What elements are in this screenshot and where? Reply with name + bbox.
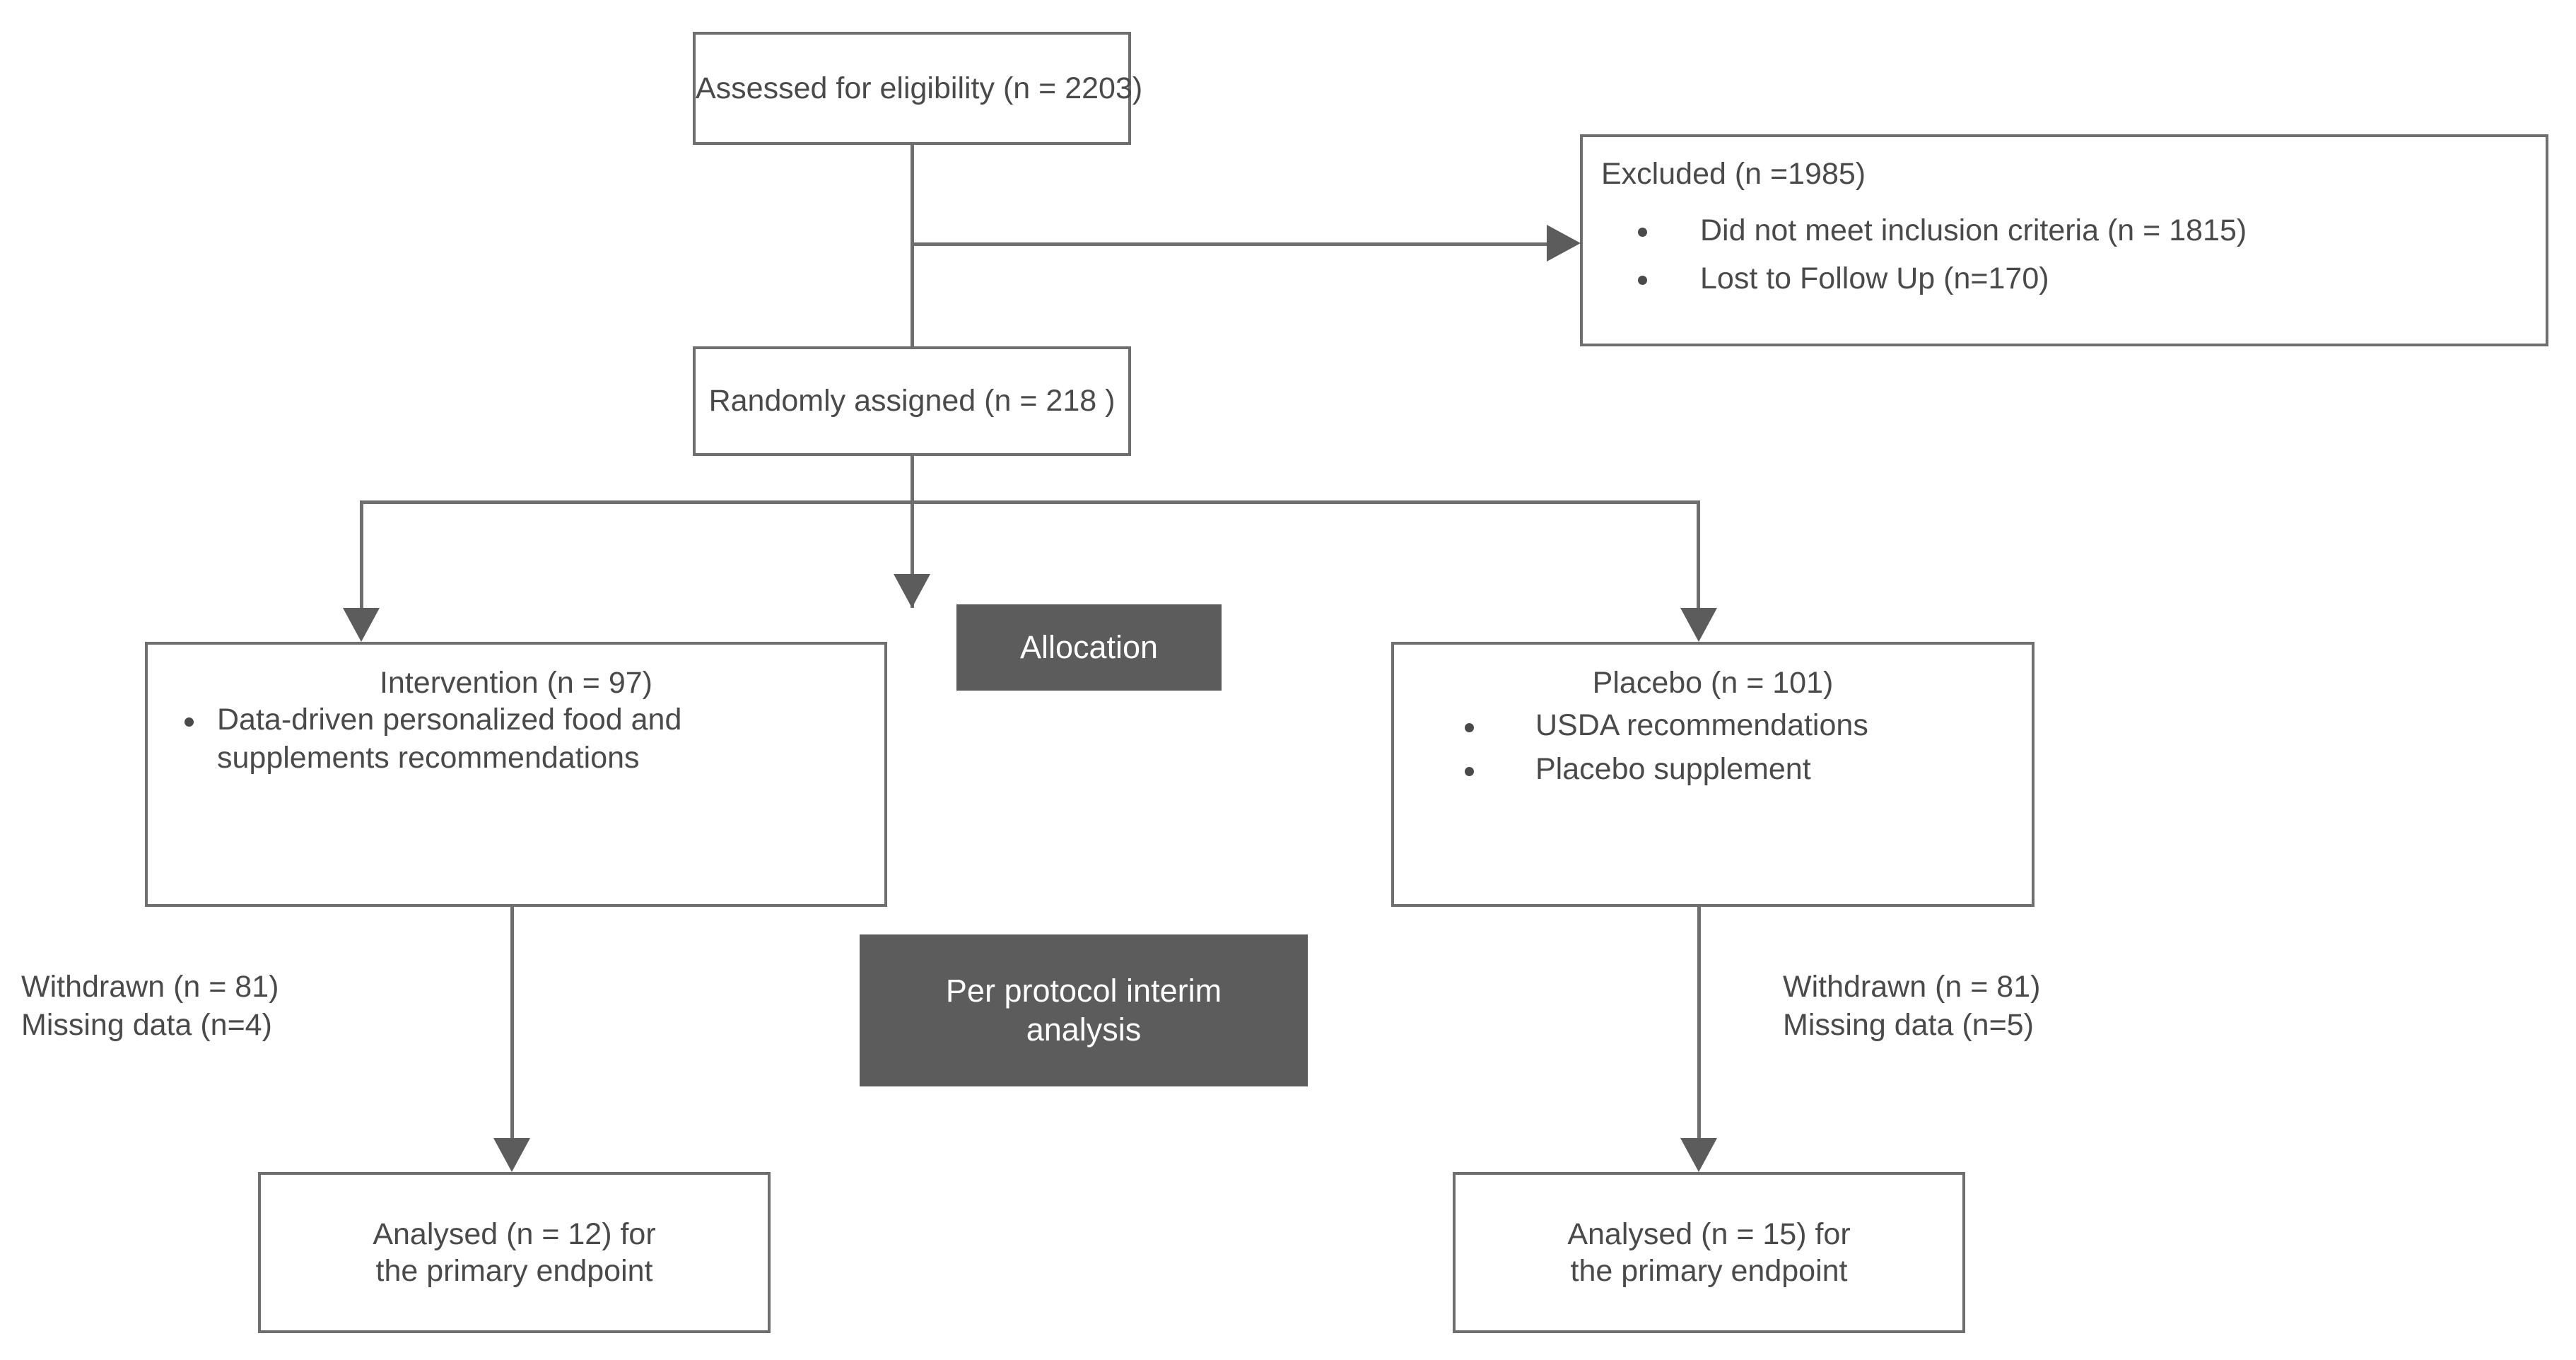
- excluded-heading: Excluded (n =1985): [1601, 157, 1866, 191]
- list-item: Placebo supplement: [1415, 751, 2010, 789]
- list-item: USDA recommendations: [1415, 707, 2010, 745]
- bullet-icon: [1465, 722, 1474, 732]
- analysed-placebo-line1: Analysed (n = 15) for: [1567, 1217, 1851, 1251]
- intervention-heading: Intervention (n = 97): [379, 666, 653, 700]
- connector-to-excluded: [912, 242, 1550, 246]
- placebo-detail-label: Placebo supplement: [1535, 752, 1811, 787]
- excluded-reason-label: Lost to Follow Up (n=170): [1700, 261, 2049, 295]
- allocation-stage-banner: Allocation: [956, 604, 1222, 691]
- intervention-detail-label: Data-driven personalized food and supple…: [217, 703, 682, 775]
- bullet-icon: [1638, 228, 1647, 238]
- randomly-assigned-box: Randomly assigned (n = 218 ): [693, 346, 1131, 456]
- intervention-attrition-text: Withdrawn (n = 81) Missing data (n=4): [21, 968, 474, 1045]
- list-item: Did not meet inclusion criteria (n = 181…: [1601, 212, 2531, 250]
- connector-placebo-to-analysed: [1697, 907, 1701, 1140]
- placebo-withdrawn-label: Withdrawn (n = 81): [1783, 970, 2041, 1004]
- placebo-detail-list: USDA recommendations Placebo supplement: [1415, 701, 2010, 789]
- assessed-for-eligibility-box: Assessed for eligibility (n = 2203): [693, 32, 1143, 145]
- analysed-intervention-box: Analysed (n = 12) for the primary endpoi…: [258, 1172, 771, 1333]
- arrow-to-analysed-left: [493, 1138, 530, 1172]
- branch-left-vertical: [360, 500, 363, 608]
- intervention-withdrawn-label: Withdrawn (n = 81): [21, 970, 279, 1004]
- analysed-intervention-line2: the primary endpoint: [375, 1254, 653, 1288]
- placebo-arm-box: Placebo (n = 101) USDA recommendations P…: [1391, 642, 2035, 907]
- excluded-reason-list: Did not meet inclusion criteria (n = 181…: [1601, 202, 2531, 298]
- branch-right-vertical: [1697, 500, 1700, 608]
- intervention-detail-list: Data-driven personalized food and supple…: [176, 701, 856, 778]
- trunk-randomized-down: [911, 456, 914, 608]
- interim-analysis-label-line2: analysis: [1026, 1011, 1142, 1048]
- arrow-to-excluded: [1547, 225, 1581, 262]
- analysed-intervention-line1: Analysed (n = 12) for: [373, 1217, 656, 1251]
- arrow-to-placebo: [1680, 608, 1717, 642]
- excluded-reason-label: Did not meet inclusion criteria (n = 181…: [1700, 213, 2247, 247]
- excluded-box: Excluded (n =1985) Did not meet inclusio…: [1580, 134, 2548, 346]
- randomized-label: Randomly assigned (n = 218 ): [708, 384, 1116, 418]
- placebo-missing-data-label: Missing data (n=5): [1783, 1007, 2034, 1042]
- interim-analysis-label-line1: Per protocol interim: [945, 972, 1222, 1009]
- list-item: Data-driven personalized food and supple…: [176, 701, 856, 778]
- arrow-to-allocation: [894, 574, 930, 608]
- analysed-placebo-line2: the primary endpoint: [1570, 1254, 1848, 1288]
- split-bar: [360, 500, 1700, 504]
- placebo-heading: Placebo (n = 101): [1592, 666, 1834, 700]
- arrow-to-intervention: [343, 608, 380, 642]
- bullet-icon: [185, 717, 194, 727]
- analysed-placebo-box: Analysed (n = 15) for the primary endpoi…: [1453, 1172, 1965, 1333]
- allocation-label: Allocation: [1019, 628, 1159, 665]
- placebo-attrition-text: Withdrawn (n = 81) Missing data (n=5): [1783, 968, 2235, 1045]
- bullet-icon: [1638, 275, 1647, 285]
- connector-intervention-to-analysed: [510, 907, 514, 1140]
- intervention-missing-data-label: Missing data (n=4): [21, 1007, 272, 1042]
- list-item: Lost to Follow Up (n=170): [1601, 260, 2531, 298]
- arrow-to-analysed-right: [1680, 1138, 1717, 1172]
- interim-analysis-stage-banner: Per protocol interim analysis: [860, 934, 1308, 1086]
- intervention-arm-box: Intervention (n = 97) Data-driven person…: [145, 642, 887, 907]
- assessed-label: Assessed for eligibility (n = 2203): [696, 71, 1143, 105]
- bullet-icon: [1465, 766, 1474, 776]
- placebo-detail-label: USDA recommendations: [1535, 708, 1868, 743]
